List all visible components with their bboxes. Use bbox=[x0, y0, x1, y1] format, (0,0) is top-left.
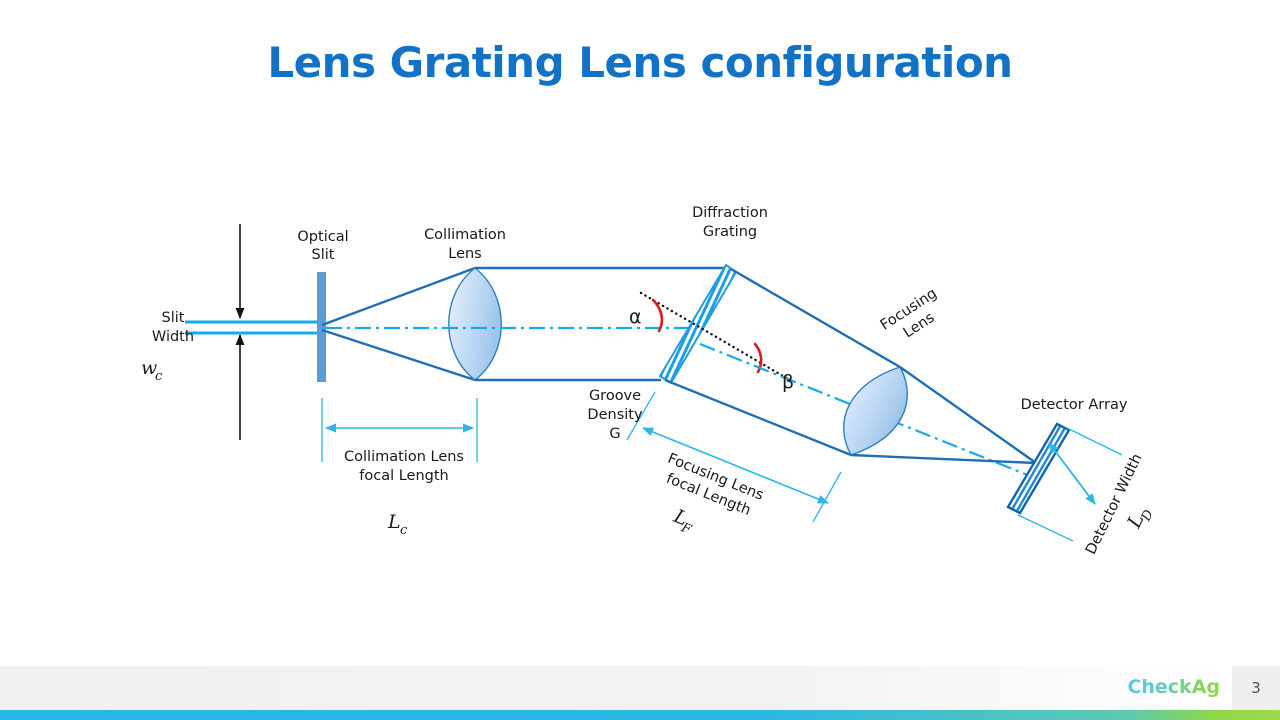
groove-density-label-line1: Groove bbox=[589, 388, 641, 404]
diffraction-grating-label-line2: Grating bbox=[703, 224, 757, 240]
collimation-focal-symbol-subscript: c bbox=[400, 523, 408, 538]
optical-slit-label-line1: Optical bbox=[297, 229, 348, 245]
detector-width-label: Detector Width bbox=[1083, 451, 1146, 557]
groove-density-symbol: G bbox=[609, 426, 620, 442]
slit-width-symbol: w bbox=[141, 357, 157, 379]
grating-normal-line bbox=[639, 291, 797, 385]
collimation-lens-label-line1: Collimation bbox=[424, 227, 506, 243]
detector-array-label: Detector Array bbox=[1021, 397, 1128, 413]
groove-density-label-line2: Density bbox=[587, 407, 643, 423]
collimation-lens-label-line2: Lens bbox=[448, 246, 482, 262]
diffraction-grating bbox=[658, 263, 738, 385]
optical-slit-label-line2: Slit bbox=[312, 247, 335, 263]
detector-width-dimension bbox=[1017, 427, 1123, 542]
slide-footer: CheckAg 3 bbox=[0, 660, 1280, 720]
slit-width-label-line1: Slit bbox=[162, 310, 185, 326]
beam-slit-to-collimation-lens bbox=[321, 266, 476, 382]
collimation-focal-label-line1: Collimation Lens bbox=[344, 449, 464, 465]
brand-logo: CheckAg bbox=[1127, 676, 1220, 698]
slit-width-label-line2: Width bbox=[152, 329, 194, 345]
collimation-lens bbox=[448, 267, 502, 381]
alpha-angle-arc bbox=[651, 298, 664, 333]
focusing-lens bbox=[843, 366, 908, 456]
footer-accent-bar bbox=[0, 710, 1280, 720]
collimation-focal-label-line2: focal Length bbox=[359, 468, 449, 484]
page-number: 3 bbox=[1251, 679, 1261, 697]
collimation-focal-length-dimension bbox=[321, 398, 478, 462]
beta-angle-arc bbox=[753, 342, 763, 374]
page-number-box bbox=[1232, 666, 1280, 710]
beta-angle-label: β bbox=[782, 371, 794, 393]
alpha-angle-label: α bbox=[629, 306, 642, 328]
collimation-focal-symbol: L bbox=[387, 511, 401, 533]
footer-panel bbox=[0, 666, 1232, 710]
diffraction-grating-label-line1: Diffraction bbox=[692, 205, 768, 221]
beam-collimated-to-grating bbox=[475, 266, 726, 382]
page-title: Lens Grating Lens configuration bbox=[267, 38, 1013, 87]
optical-slit-bar bbox=[317, 272, 326, 382]
beam-focusing-lens-to-detector bbox=[850, 366, 1037, 465]
focusing-focal-length-dimension bbox=[626, 391, 842, 523]
slit-width-symbol-subscript: c bbox=[155, 369, 163, 384]
detector-array bbox=[1006, 422, 1071, 515]
